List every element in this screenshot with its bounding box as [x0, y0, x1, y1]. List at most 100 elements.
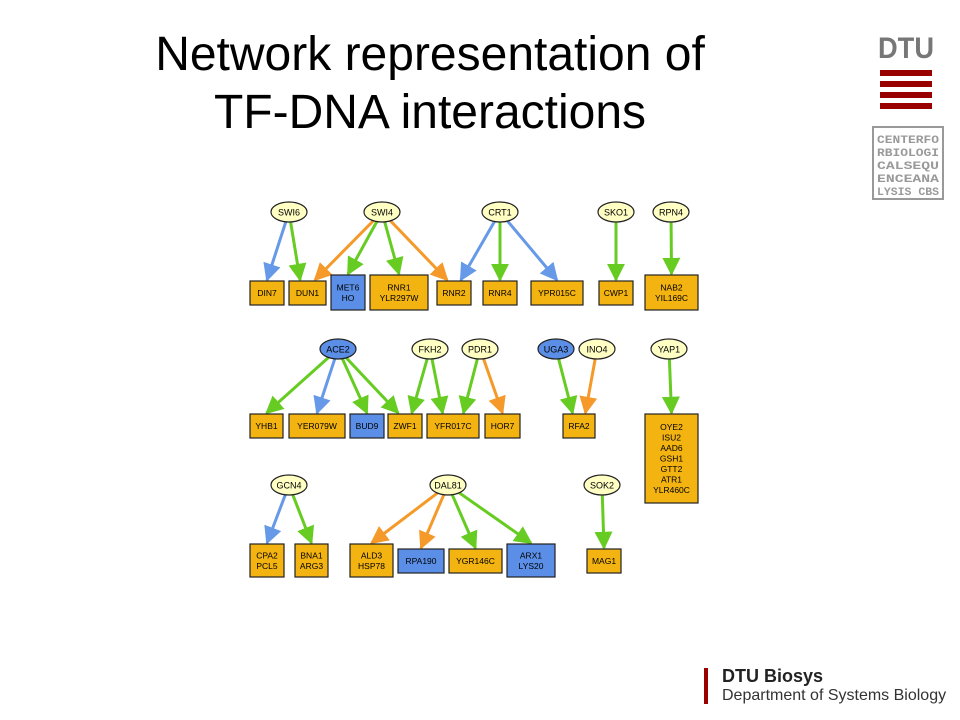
gene-node-label: GTT2 [661, 464, 683, 474]
gene-node-label: PCL5 [256, 561, 278, 571]
gene-node-yer079w: YER079W [288, 413, 346, 439]
gene-node-label: MET6 [337, 282, 360, 292]
slide-title-line-2: TF-DNA interactions [213, 86, 647, 139]
slide-title-line-1: Network representation of [155, 28, 705, 81]
edge-sok2-to-mag1 [594, 494, 613, 550]
gene-node-label: GSH1 [660, 454, 683, 464]
tf-node-label: DAL81 [434, 481, 462, 491]
dtu-logo-stripe [880, 103, 932, 109]
cbs-logo-line: RBIOLOGI [877, 148, 939, 160]
gene-node-label: BNA1 [300, 550, 322, 560]
gene-node-label: RPA190 [405, 556, 436, 566]
gene-node-label: YIL169C [655, 293, 688, 303]
gene-node-label: RNR1 [387, 282, 410, 292]
gene-node-label: ARG3 [300, 561, 323, 571]
footer-department-name: DTU Biosys [722, 666, 824, 686]
cbs-logo-line: CENTERFO [877, 135, 939, 147]
gene-node-dun1: DUN1 [288, 280, 327, 306]
tf-node-sko1: SKO1 [597, 201, 635, 223]
edge-gcn4-to-cpa2 [264, 494, 287, 545]
tf-node-pdr1: PDR1 [461, 338, 499, 360]
gene-node-label: YHB1 [255, 421, 277, 431]
edge-ace2-to-yhb1 [265, 356, 330, 415]
cbs-logo-line: LYSIS CBS [877, 187, 939, 199]
cbs-logo-line: CALSEQU [877, 161, 939, 173]
gene-node-rfa2: RFA2 [562, 413, 596, 439]
tf-node-label: SWI6 [278, 208, 300, 218]
tf-node-label: SWI4 [371, 208, 393, 218]
edge-swi6-to-dun1 [288, 221, 307, 282]
edge-dal81-to-ygr146c [450, 494, 478, 550]
gene-node-mag1: MAG1 [586, 548, 622, 574]
gene-node-zwf1: ZWF1 [387, 413, 423, 439]
gene-node-label: RFA2 [568, 421, 590, 431]
edge-ace2-to-bud9 [341, 358, 369, 415]
gene-node-yhb1: YHB1 [249, 413, 284, 439]
gene-node-label: BUD9 [356, 421, 379, 431]
edge-pdr1-to-hor7 [482, 358, 506, 415]
gene-node-label: NAB2 [660, 282, 682, 292]
tf-node-rpn4: RPN4 [652, 201, 690, 223]
gene-node-label: YLR460C [653, 485, 690, 495]
gene-node-label: YER079W [297, 421, 337, 431]
gene-node-hor7: HOR7 [484, 413, 521, 439]
dtu-logo-text: DTU [878, 32, 934, 65]
footer-department-full-name: Department of Systems Biology [722, 687, 947, 704]
edge-ace2-to-yer079w [313, 358, 337, 415]
tf-node-ace2: ACE2 [319, 338, 357, 360]
gene-node-label: OYE2 [660, 422, 683, 432]
tf-node-uga3: UGA3 [537, 338, 575, 360]
tf-node-swi4: SWI4 [363, 201, 401, 223]
edge-dal81-to-ald3 [370, 491, 439, 545]
edge-swi4-to-met6 [346, 220, 379, 276]
edge-swi4-to-dun1 [313, 219, 375, 282]
tf-node-label: ACE2 [326, 345, 350, 355]
tf-node-label: YAP1 [658, 345, 680, 355]
edge-dal81-to-rpa190 [419, 494, 446, 550]
gene-node-label: ALD3 [361, 550, 383, 560]
gene-node-label: CWP1 [604, 288, 629, 298]
gene-node-ypr015c: YPR015C [530, 280, 584, 306]
gene-node-yfr017c: YFR017C [426, 413, 480, 439]
tf-node-ino4: INO4 [578, 338, 616, 360]
tf-node-label: RPN4 [659, 208, 683, 218]
edges-layer [263, 219, 681, 550]
gene-node-label: ATR1 [661, 475, 682, 485]
gene-node-rnr4: RNR4 [482, 280, 518, 306]
edge-crt1-to-rnr2 [459, 220, 496, 282]
gene-node-label: HO [342, 293, 355, 303]
tf-node-swi6: SWI6 [270, 201, 308, 223]
gene-node-label: RNR2 [442, 288, 465, 298]
tf-node-gcn4: GCN4 [270, 474, 308, 496]
tf-node-sok2: SOK2 [583, 474, 621, 496]
edge-yap1-to-oye2 [661, 358, 680, 415]
cbs-logo-line: ENCEANA [877, 174, 940, 186]
edge-swi4-to-rnr1 [383, 221, 404, 276]
tf-node-yap1: YAP1 [650, 338, 688, 360]
tf-node-label: INO4 [586, 345, 607, 355]
dtu-logo-stripe [880, 92, 932, 98]
gene-node-label: HSP78 [358, 561, 385, 571]
gene-node-label: YPR015C [538, 288, 576, 298]
tf-node-label: GCN4 [276, 481, 301, 491]
edge-crt1-to-ypr015c [506, 220, 559, 282]
gene-node-label: YGR146C [456, 556, 495, 566]
gene-node-label: DUN1 [296, 288, 319, 298]
gene-node-label: HOR7 [491, 421, 515, 431]
edge-uga3-to-rfa2 [557, 358, 578, 415]
tf-node-label: UGA3 [544, 345, 569, 355]
gene-node-rpa190: RPA190 [397, 548, 445, 574]
gene-node-label: RNR4 [488, 288, 511, 298]
edge-fkh2-to-zwf1 [407, 358, 429, 415]
gene-node-label: YLR297W [380, 293, 419, 303]
edge-pdr1-to-yfr017c [458, 358, 479, 415]
slide-title: Network representation of TF-DNA interac… [100, 26, 760, 142]
gene-node-label: ARX1 [520, 550, 542, 560]
edge-dal81-to-arx1 [458, 491, 533, 545]
